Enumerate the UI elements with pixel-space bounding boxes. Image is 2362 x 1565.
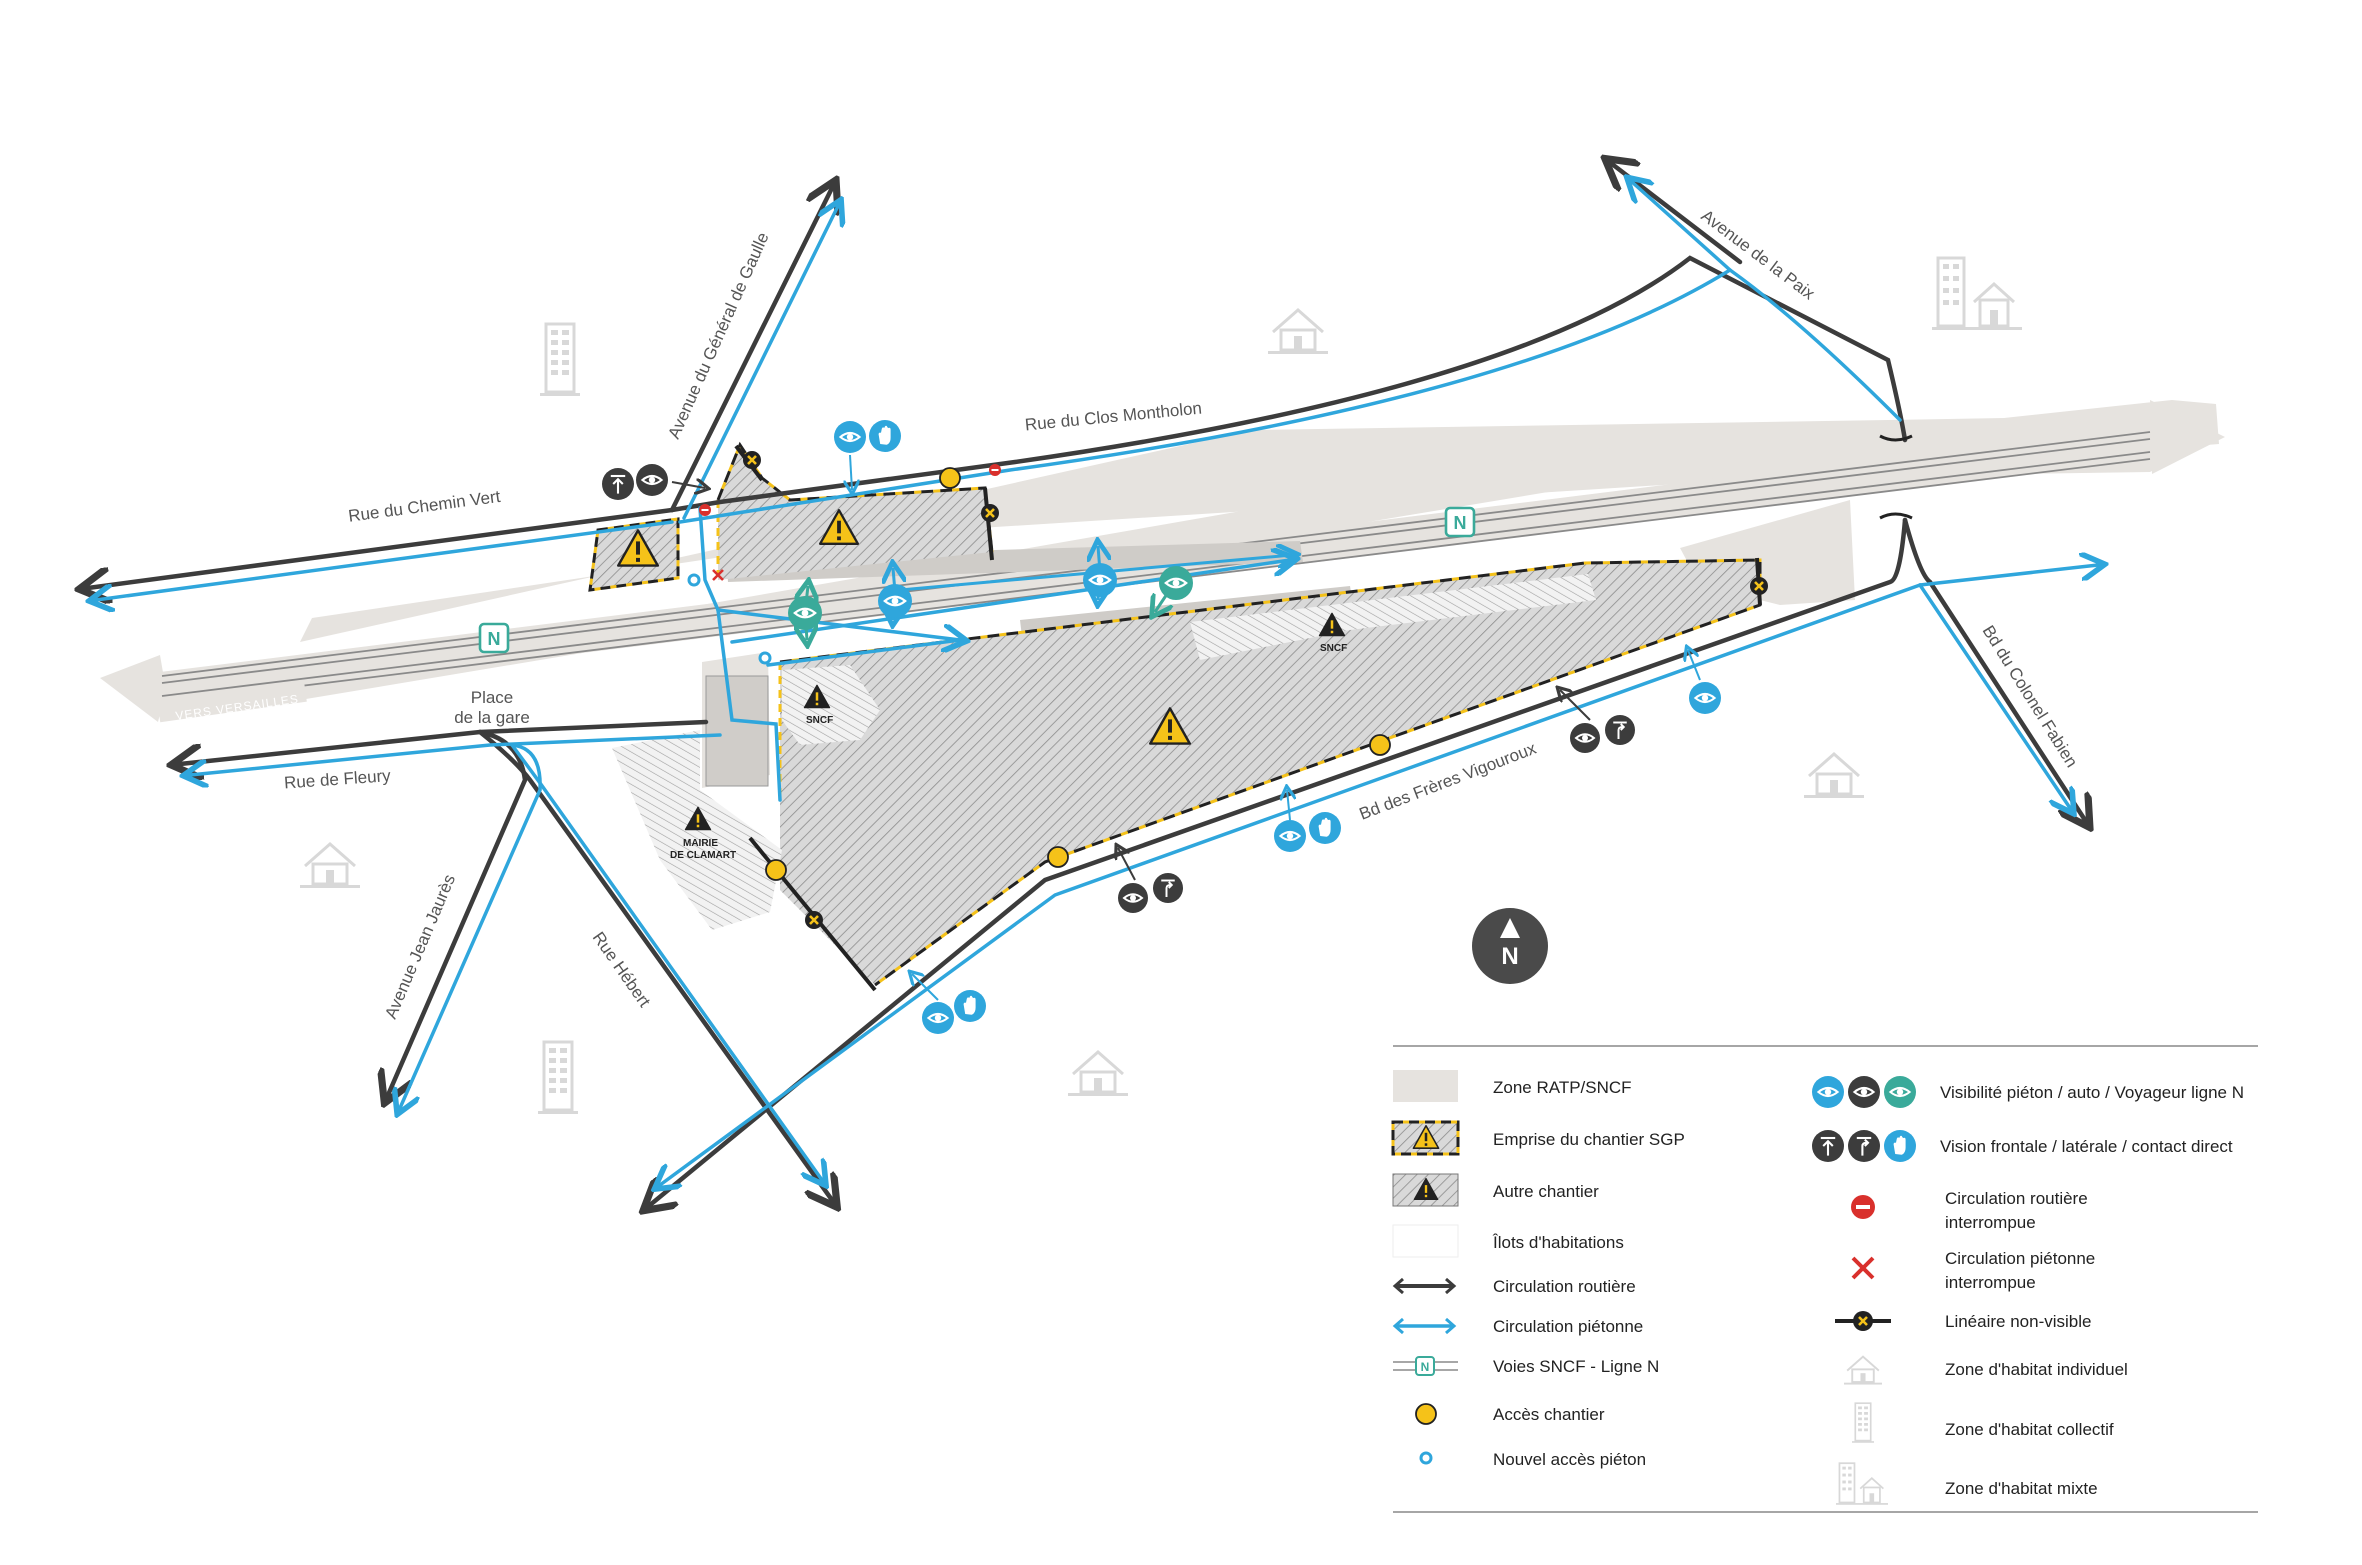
legend-zone-label: Zone RATP/SNCF: [1493, 1078, 1632, 1097]
legend-building-icon: [1852, 1402, 1874, 1444]
ped-colonel-fabien: [1918, 583, 2070, 808]
non-visible-markers: [743, 451, 1768, 929]
label-place-gare-2: de la gare: [454, 708, 530, 727]
line-n-badge: N: [488, 629, 501, 649]
mixed-habitat-icon: [1932, 256, 2022, 332]
rail-bridges: [1879, 434, 1913, 520]
ped-nouvel-acces-2: [766, 638, 962, 667]
road-jean-jaures: [388, 729, 528, 1095]
nouvel-acces-pieton-points: [687, 573, 772, 665]
legend-voies-label: Voies SNCF - Ligne N: [1493, 1357, 1659, 1376]
ped-gaulle-vertical: [698, 506, 782, 802]
ped-clos-montholon: [678, 267, 1902, 524]
road-colonel-fabien: [1902, 517, 2085, 820]
legend-autre-label: Autre chantier: [1493, 1182, 1599, 1201]
legend: N Zone RATP/SNCF Emprise du chantier SGP…: [1391, 1045, 2258, 1513]
visibility-icons: [602, 420, 1721, 1034]
access-point: [1047, 846, 1069, 868]
access-point: [765, 859, 787, 881]
legend-mixte-label: Zone d'habitat mixte: [1945, 1479, 2098, 1498]
pieton-interrompue-marker: [712, 569, 724, 581]
ped-freres-vigouroux: [660, 583, 1922, 1185]
sncf-label-west: SNCF: [806, 715, 833, 726]
autre-chantier-sncf-east: [1190, 574, 1596, 660]
road-general-gaulle: [669, 188, 832, 513]
legend-collectif-label: Zone d'habitat collectif: [1945, 1420, 2114, 1439]
legend-pietonne-label: Circulation piétonne: [1493, 1317, 1643, 1336]
building-icon: [538, 1040, 578, 1116]
label-rue-fleury: Rue de Fleury: [283, 766, 391, 792]
ped-general-gaulle: [682, 206, 838, 520]
circulation-pietonne: [96, 182, 2098, 1185]
circulation-routiere: [88, 164, 2085, 1205]
legend-nouvel-label: Nouvel accès piéton: [1493, 1450, 1646, 1469]
access-point: [1369, 734, 1391, 756]
legend-vision-label: Vision frontale / latérale / contact dir…: [1940, 1137, 2233, 1156]
legend-route-int-label-2: interrompue: [1945, 1213, 2036, 1232]
house-icon: [1268, 308, 1328, 356]
line-n-badge: N: [1454, 513, 1467, 533]
ped-avenue-paix: [1632, 182, 1732, 272]
house-icon: [1804, 752, 1864, 800]
legend-lineaire-label: Linéaire non-visible: [1945, 1312, 2091, 1331]
house-icon: [300, 842, 360, 890]
legend-pieton-int-label-1: Circulation piétonne: [1945, 1249, 2095, 1268]
legend-pieton-int-label-2: interrompue: [1945, 1273, 2036, 1292]
legend-ilots-label: Îlots d'habitations: [1492, 1233, 1624, 1252]
direction-labels: VERS VERSAILLES VERS PARIS: [157, 474, 2125, 723]
road-rue-hebert: [477, 729, 832, 1200]
road-avenue-paix: [1612, 164, 1743, 265]
legend-line-n-badge: N: [1421, 1360, 1430, 1374]
legend-acces-label: Accès chantier: [1493, 1405, 1605, 1424]
building-icon: [540, 322, 580, 398]
legend-individuel-label: Zone d'habitat individuel: [1945, 1360, 2128, 1379]
ped-chemin-vert: [96, 520, 674, 600]
legend-mixed-icon: [1836, 1462, 1888, 1506]
mairie-de-clamart-building: [612, 675, 782, 930]
vers-paris-label: VERS PARIS: [2043, 474, 2125, 496]
road-chemin-vert: [88, 507, 675, 588]
ped-colonel-fabien-east: [1918, 565, 2098, 587]
house-icon: [1068, 1050, 1128, 1098]
route-interrompue-marker: [699, 504, 711, 516]
legend-visibilite-label: Visibilité piéton / auto / Voyageur lign…: [1940, 1083, 2244, 1102]
mairie-label-1: MAIRIE: [683, 838, 718, 849]
label-chemin-vert: Rue du Chemin Vert: [347, 487, 502, 526]
legend-house-icon: [1844, 1355, 1882, 1386]
acces-chantier-points: [765, 467, 1391, 881]
ped-under-platform: [730, 560, 1290, 644]
ped-rue-fleury: [190, 733, 722, 775]
autre-chantier-sncf-west: [782, 665, 880, 745]
legend-emprise-label: Emprise du chantier SGP: [1493, 1130, 1685, 1149]
access-point: [939, 467, 961, 489]
ped-jean-jaures: [400, 743, 542, 1108]
road-clos-montholon: [669, 255, 1908, 513]
north-compass: N: [1472, 908, 1548, 984]
road-freres-vigouroux: [650, 517, 1908, 1205]
vision-arrows: [671, 454, 1701, 1001]
label-place-gare-1: Place: [471, 688, 514, 707]
route-interrompue-marker: [989, 464, 1001, 476]
legend-routiere-label: Circulation routière: [1493, 1277, 1636, 1296]
compass-north-label: N: [1501, 943, 1518, 970]
legend-route-int-label-1: Circulation routière: [1945, 1189, 2088, 1208]
line-n-badges: N N: [478, 506, 1476, 654]
mairie-label-2: DE CLAMART: [670, 850, 736, 861]
sncf-label-east: SNCF: [1320, 643, 1347, 654]
ped-rue-hebert: [510, 743, 822, 1180]
label-clos-montholon: Rue du Clos Montholon: [1024, 398, 1203, 434]
interruptions: [699, 464, 1001, 581]
